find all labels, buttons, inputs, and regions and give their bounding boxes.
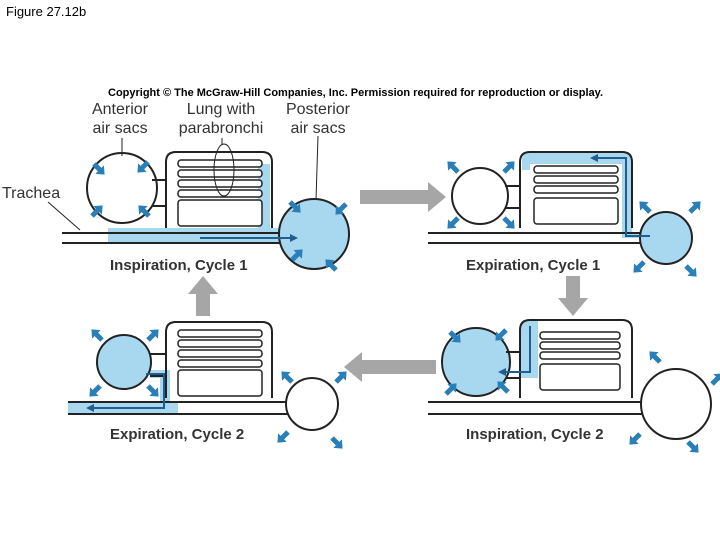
- caption-expiration-cycle-2: Expiration, Cycle 2: [110, 426, 245, 443]
- label-posterior-air-sacs: Posterior air sacs: [285, 101, 351, 137]
- transition-arrow-left: [344, 352, 436, 382]
- label-trachea: Trachea: [2, 185, 61, 202]
- panel-expiration-cycle-1: [428, 151, 705, 281]
- caption-expiration-cycle-1: Expiration, Cycle 1: [466, 257, 601, 274]
- figure-title: Figure 27.12b: [6, 4, 87, 19]
- transition-arrow-right: [360, 182, 446, 212]
- panel-inspiration-cycle-1: [47, 135, 351, 275]
- caption-inspiration-cycle-1: Inspiration, Cycle 1: [110, 257, 248, 274]
- label-anterior-air-sacs: Anterior air sacs: [91, 101, 149, 137]
- caption-inspiration-cycle-2: Inspiration, Cycle 2: [466, 426, 604, 443]
- label-lung-parabronchi: Lung with parabronchi: [178, 101, 264, 137]
- panel-expiration-cycle-2: [68, 321, 351, 453]
- panel-inspiration-cycle-2: [428, 319, 720, 457]
- transition-arrow-down: [558, 276, 588, 316]
- transition-arrow-up: [188, 276, 218, 316]
- copyright-notice: Copyright © The McGraw-Hill Companies, I…: [108, 87, 604, 99]
